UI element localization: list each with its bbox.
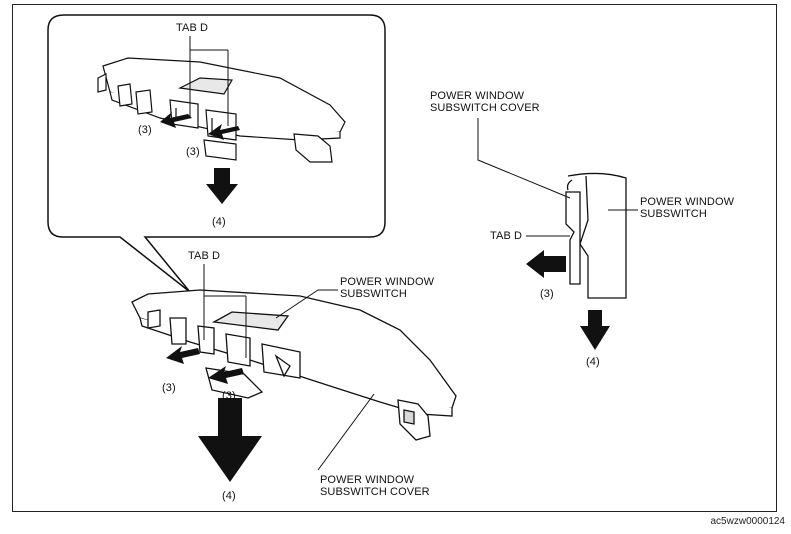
detail-tab-d-label: TAB D	[176, 22, 209, 34]
detail-step-3-left-label: (3)	[138, 124, 152, 136]
main-subswitch-cover-label: POWER WINDOW SUBSWITCH COVER	[320, 474, 430, 498]
section-arrow-4	[580, 310, 610, 350]
detail-tab-d-leader	[189, 36, 229, 126]
detail-step-4-label: (4)	[212, 216, 226, 228]
section-step-3-label: (3)	[540, 288, 554, 300]
detail-arrow-4	[206, 168, 238, 204]
detail-arrow-3-left	[160, 112, 192, 128]
detail-step-3-right-label: (3)	[186, 146, 200, 158]
main-arrow-3-right	[208, 366, 244, 384]
main-step-4-label: (4)	[222, 490, 236, 502]
main-step-3-left-label: (3)	[162, 382, 176, 394]
section-step-4-label: (4)	[586, 356, 600, 368]
section-leaders	[477, 118, 638, 237]
section-subswitch-label: POWER WINDOW SUBSWITCH	[640, 196, 735, 220]
main-subswitch-label: POWER WINDOW SUBSWITCH	[340, 276, 435, 300]
main-arrow-3-left	[166, 346, 200, 364]
main-step-3-right-label: (3)	[222, 390, 236, 402]
figure-frame	[12, 4, 777, 512]
detail-arrow-3-right	[208, 124, 240, 140]
section-tab-d-label: TAB D	[490, 230, 523, 242]
main-cover	[131, 289, 457, 441]
section-arrow-3	[526, 250, 566, 278]
section-view	[565, 172, 627, 299]
main-leaders	[203, 264, 375, 471]
figure-code: ac5wzw0000124	[710, 516, 786, 527]
main-arrow-4	[198, 398, 262, 482]
section-subswitch-cover-label: POWER WINDOW SUBSWITCH COVER	[430, 90, 540, 114]
main-tab-d-label: TAB D	[188, 250, 221, 262]
